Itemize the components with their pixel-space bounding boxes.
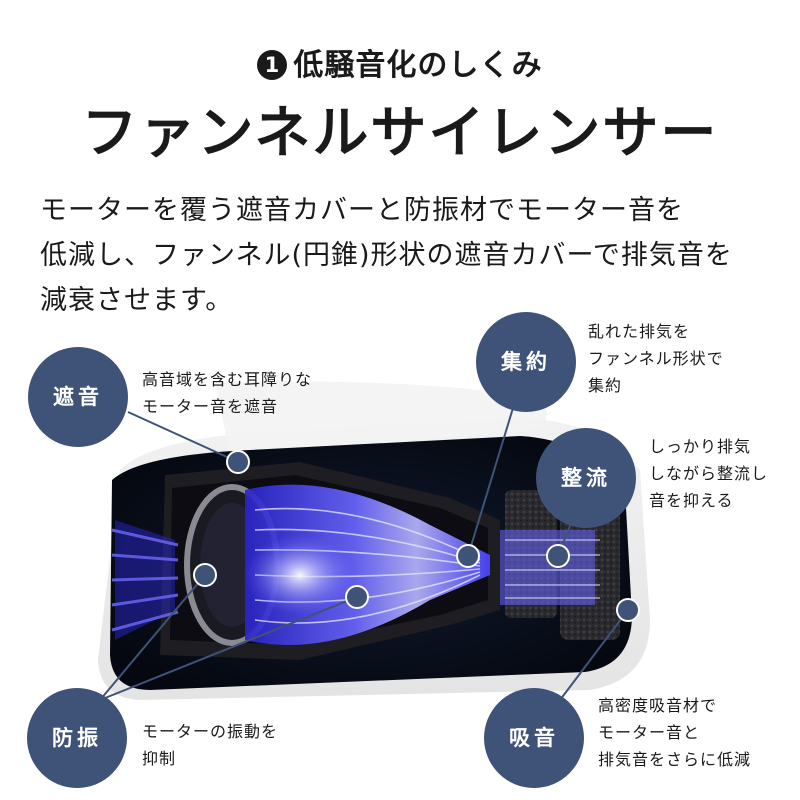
pointer-dot-boushin-2 bbox=[345, 585, 369, 609]
note-boushin: モーターの振動を 抑制 bbox=[142, 718, 278, 772]
description: モーターを覆う遮音カバーと防振材でモーター音を 低減し、ファンネル(円錐)形状の… bbox=[40, 188, 770, 323]
pointer-dot-kyuuon bbox=[616, 598, 640, 622]
note-shaon-line-2: モーター音を遮音 bbox=[142, 397, 279, 416]
note-kyuuon-line-1: 高密度吸音材で bbox=[598, 696, 718, 715]
note-kyuuon: 高密度吸音材で モーター音と 排気音をさらに低減 bbox=[598, 692, 751, 773]
callout-shaon: 遮音 bbox=[28, 347, 128, 447]
note-shuyaku-line-2: ファンネル形状で bbox=[588, 349, 724, 368]
section-heading-text: 低騒音化のしくみ bbox=[293, 48, 543, 83]
callout-boushin: 防振 bbox=[27, 688, 127, 788]
note-shuyaku-line-1: 乱れた排気を bbox=[588, 322, 691, 341]
page-title: ファンネルサイレンサー bbox=[81, 101, 719, 166]
pointer-dot-seiryu bbox=[546, 544, 570, 568]
note-kyuuon-line-3: 排気音をさらに低減 bbox=[598, 750, 752, 769]
note-seiryu-line-3: 音を抑える bbox=[649, 491, 734, 510]
note-boushin-line-2: 抑制 bbox=[142, 749, 177, 768]
pointer-dot-shaon bbox=[226, 450, 250, 474]
note-shaon-line-1: 高音域を含む耳障りな bbox=[142, 370, 313, 389]
note-shuyaku-line-3: 集約 bbox=[588, 376, 623, 395]
note-seiryu-line-1: しっかり排気 bbox=[649, 437, 752, 456]
callout-seiryu: 整流 bbox=[536, 428, 636, 528]
note-shaon: 高音域を含む耳障りな モーター音を遮音 bbox=[142, 366, 312, 420]
note-boushin-line-1: モーターの振動を bbox=[142, 722, 279, 741]
note-seiryu-line-2: しながら整流し bbox=[649, 464, 769, 483]
note-seiryu: しっかり排気 しながら整流し 音を抑える bbox=[649, 433, 768, 514]
callout-kyuuon: 吸音 bbox=[484, 688, 584, 788]
note-kyuuon-line-2: モーター音と bbox=[598, 723, 701, 742]
pointer-dot-shuyaku bbox=[456, 544, 480, 568]
note-shuyaku: 乱れた排気を ファンネル形状で 集約 bbox=[588, 318, 724, 399]
callout-shuyaku: 集約 bbox=[476, 312, 576, 412]
description-line-2: 低減し、ファンネル(円錐)形状の遮音カバーで排気音を bbox=[40, 240, 733, 271]
description-line-1: モーターを覆う遮音カバーと防振材でモーター音を bbox=[40, 195, 684, 226]
number-badge: 1 bbox=[257, 50, 288, 80]
description-line-3: 減衰させます。 bbox=[40, 285, 234, 316]
pointer-dot-boushin-1 bbox=[193, 563, 217, 587]
